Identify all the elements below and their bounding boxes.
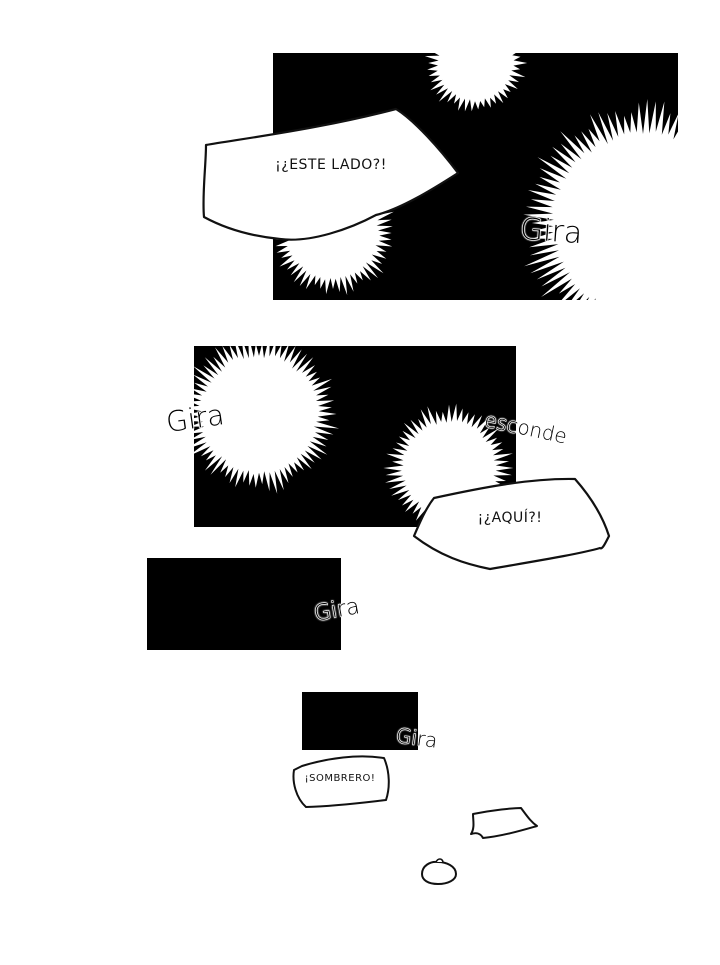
bubble-text: ¡SOMBRERO! [304,773,376,784]
speech-bubble-aqui: ¡¿AQUÍ?! [410,474,611,571]
bubble-text: ¡¿AQUÍ?! [477,510,543,526]
light-burst-right [523,99,678,300]
panel-3 [147,558,341,650]
speech-bubble-este-lado: ¡¿ESTE LADO?! [200,105,462,243]
light-burst-top [424,53,528,112]
sfx-gira-1: Gira [518,211,584,252]
light-burst-left [194,346,340,494]
panel-4 [302,692,418,750]
bubble-text: ¡¿ESTE LADO?! [275,157,387,173]
small-bubble-empty [463,806,539,842]
tiny-bubble-empty [418,856,460,886]
speech-bubble-sombrero: ¡SOMBRERO! [288,752,392,808]
